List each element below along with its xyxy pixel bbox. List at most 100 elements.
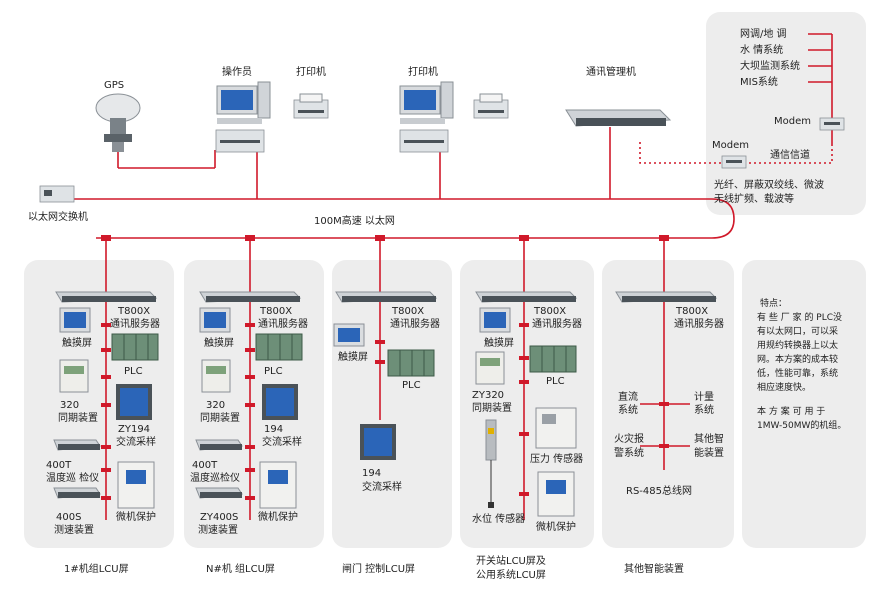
panel-caption: 其他智能装置	[624, 562, 684, 575]
ac-label: 交流采样	[262, 435, 302, 448]
printer-icon	[473, 93, 509, 119]
junction	[659, 444, 669, 448]
modem-icon	[819, 117, 845, 131]
pressure-sensor-icon	[535, 407, 577, 449]
ethernet-bus	[60, 198, 735, 239]
feature-text: 用规约转换器上以太	[757, 339, 838, 351]
pressure-label: 压力 传感器	[530, 452, 583, 465]
sync-label: 同期装置	[472, 401, 512, 414]
ac-meter-icon	[360, 424, 396, 460]
protect-label: 微机保护	[116, 510, 156, 523]
junction	[245, 375, 255, 379]
server-label: 通讯服务器	[110, 317, 160, 330]
ethernet-switch-label: 以太网交换机	[28, 210, 88, 223]
remote-item: 网调/地 调	[740, 27, 787, 40]
server-label: T800X	[117, 306, 150, 317]
plc-icon	[255, 333, 303, 361]
junction	[101, 468, 111, 472]
junction	[245, 445, 255, 449]
junction	[519, 323, 529, 327]
gps-label: GPS	[104, 80, 124, 91]
comm-server-icon	[55, 291, 158, 303]
media-text: 光纤、屏蔽双绞线、微波	[714, 178, 824, 191]
protect-label: 微机保护	[258, 510, 298, 523]
feature-text: 低，性能可靠，系统	[757, 367, 838, 379]
junction	[101, 375, 111, 379]
plc-label: PLC	[124, 366, 143, 377]
modem-icon	[721, 155, 747, 169]
bus-junction	[659, 235, 669, 241]
touchscreen-icon	[479, 307, 511, 333]
operator-label: 操作员	[222, 65, 252, 78]
junction	[519, 380, 529, 384]
server-label: 通讯服务器	[258, 317, 308, 330]
junction	[245, 323, 255, 327]
junction	[375, 340, 385, 344]
junction	[245, 403, 255, 407]
bus-junction	[101, 235, 111, 241]
fire-label: 火灾报	[614, 432, 644, 445]
junction	[375, 360, 385, 364]
plc-label: PLC	[402, 380, 421, 391]
ac-label: ZY194	[118, 424, 150, 435]
server-label: T800X	[259, 306, 292, 317]
comm-channel-label: 通信信道	[770, 148, 810, 161]
junction	[519, 432, 529, 436]
network-label: 100M高速 以太网	[314, 214, 395, 227]
junction	[519, 356, 529, 360]
temp-monitor-icon	[195, 439, 243, 451]
server-label: 通讯服务器	[532, 317, 582, 330]
comm-server-icon	[475, 291, 578, 303]
temp-label: 400T	[192, 460, 218, 471]
temp-label: 温度巡检仪	[190, 471, 240, 484]
protection-relay-icon	[117, 461, 155, 509]
printer-1-label: 打印机	[296, 65, 326, 78]
comm-server-icon	[335, 291, 438, 303]
meter-label: 系统	[694, 403, 714, 416]
panel-caption: N#机 组LCU屏	[206, 562, 275, 575]
comm-server-icon	[199, 291, 302, 303]
temp-label: 400T	[46, 460, 72, 471]
comm-server-icon	[615, 291, 718, 303]
bus-junction	[375, 235, 385, 241]
panel-caption: 公用系统LCU屏	[476, 568, 546, 581]
feature-text: 本 方 案 可 用 于	[757, 405, 825, 417]
sync-device-icon	[59, 359, 89, 393]
comm-manager-label: 通讯管理机	[586, 65, 636, 78]
junction	[101, 445, 111, 449]
bus-junction	[245, 235, 255, 241]
feature-text: 相应速度快。	[757, 381, 811, 393]
junction	[245, 468, 255, 472]
sync-label: ZY320	[472, 390, 504, 401]
fire-label: 警系统	[614, 446, 644, 459]
touchscreen-icon	[333, 323, 365, 347]
remote-item: 水 情系统	[740, 43, 783, 56]
server-label: 通讯服务器	[674, 317, 724, 330]
plc-icon	[111, 333, 159, 361]
speed-label: 测速装置	[198, 523, 238, 536]
touchscreen-icon	[199, 307, 231, 333]
junction	[245, 348, 255, 352]
feature-text: 有 些 厂 家 的 PLC没	[757, 311, 842, 323]
dc-label: 系统	[618, 403, 638, 416]
junction	[519, 492, 529, 496]
panel-gate-control	[332, 260, 452, 548]
server-label: T800X	[533, 306, 566, 317]
other-label: 其他智	[694, 432, 724, 445]
panel-caption: 1#机组LCU屏	[64, 562, 129, 575]
sync-device-icon	[201, 359, 231, 393]
junction	[101, 348, 111, 352]
feature-text: 有以太网口，可以采	[757, 325, 838, 337]
dc-label: 直流	[618, 390, 638, 403]
touch-label: 触摸屏	[338, 350, 368, 363]
feature-text: 网。本方案的成本较	[757, 353, 838, 365]
speed-device-icon	[195, 487, 243, 499]
meter-label: 计量	[694, 390, 714, 403]
speed-device-icon	[53, 487, 101, 499]
ac-label: 194	[264, 424, 283, 435]
panel-caption: 闸门 控制LCU屏	[342, 562, 415, 575]
server-label: T800X	[675, 306, 708, 317]
junction	[101, 496, 111, 500]
feature-text: 1MW-50MW的机组。	[757, 419, 846, 431]
